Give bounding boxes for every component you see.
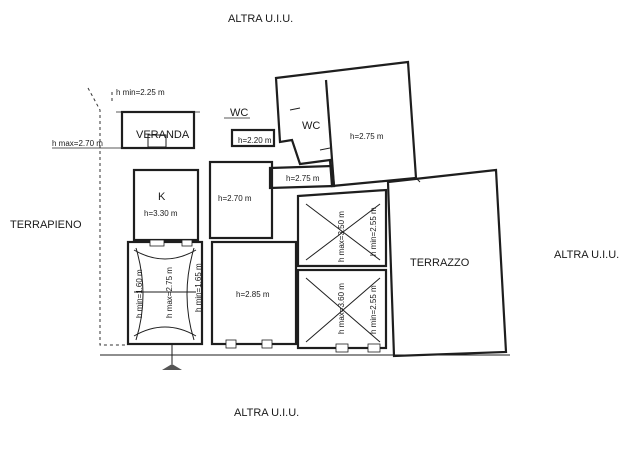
vaulted-room <box>126 240 204 346</box>
label-bottom-neighbour: ALTRA U.I.U. <box>234 407 299 419</box>
height-veranda-min: h min=2.25 m <box>116 88 165 97</box>
terrace <box>386 168 508 358</box>
label-terrazzo: TERRAZZO <box>410 257 470 269</box>
label-top-neighbour: ALTRA U.I.U. <box>228 13 293 25</box>
label-right-neighbour: ALTRA U.I.U. <box>554 249 619 261</box>
veranda <box>52 110 200 150</box>
height-vault-left-min: h min=1.60 m <box>135 269 144 318</box>
wall-openings <box>149 239 381 353</box>
corridor <box>268 164 336 190</box>
height-room-middle: h=2.70 m <box>218 194 252 203</box>
height-room-main: h=2.85 m <box>236 290 270 299</box>
height-veranda-max: h max=2.70 m <box>52 139 103 148</box>
label-terrapieno: TERRAPIENO <box>10 219 82 231</box>
room-right-upper <box>296 188 388 268</box>
room-main <box>210 240 298 346</box>
height-wc-small: h=2.20 m <box>238 136 272 145</box>
kitchen-room <box>132 168 200 242</box>
height-corridor: h=2.75 m <box>286 174 320 183</box>
label-wc-large: WC <box>302 120 320 132</box>
height-r1-max: h max=3.50 m <box>337 211 346 262</box>
height-r2-max: h max=3.60 m <box>337 283 346 334</box>
label-kitchen: K <box>158 191 166 203</box>
height-r1-min: h min=2.55 m <box>369 207 378 256</box>
room-middle <box>208 160 274 240</box>
height-vault-left-max: h max=2.75 m <box>165 267 174 318</box>
height-room-upper-right: h=2.75 m <box>350 132 384 141</box>
terrapieno-boundary <box>87 87 128 346</box>
entrance-marker <box>162 344 182 370</box>
label-veranda: VERANDA <box>136 129 190 141</box>
height-kitchen: h=3.30 m <box>144 209 178 218</box>
label-wc-small: WC <box>230 107 248 119</box>
height-r2-min: h min=2.55 m <box>369 285 378 334</box>
wc-small <box>224 117 276 148</box>
height-vault-right-min: h min=1.65 m <box>194 263 203 312</box>
